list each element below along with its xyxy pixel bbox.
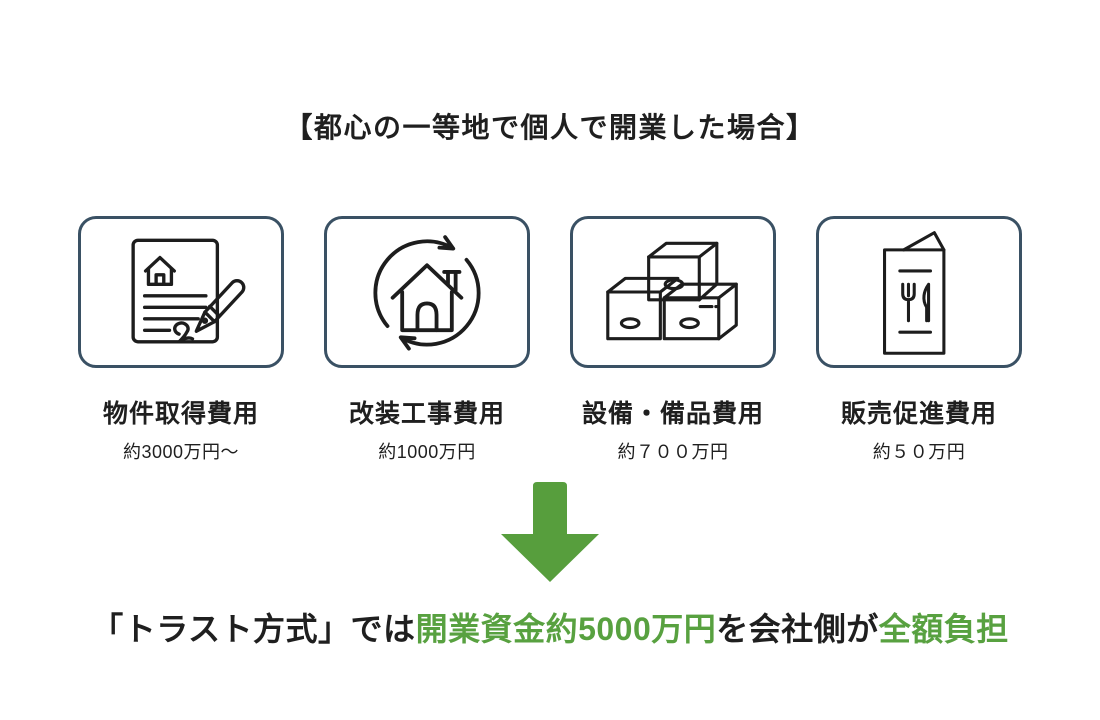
stacked-boxes-icon [606, 241, 738, 341]
restaurant-menu-icon [883, 231, 946, 355]
cost-label: 設備・備品費用 [581, 400, 764, 428]
cost-amount: 約５０万円 [872, 442, 966, 462]
cost-amount: 約3000万円〜 [122, 442, 240, 462]
arrow-container [0, 482, 1100, 584]
page-title: 【都心の一等地で個人で開業した場合】 [284, 112, 816, 143]
cost-label: 販売促進費用 [840, 400, 997, 428]
cost-item-promotion: 販売促進費用 約５０万円 [816, 216, 1022, 464]
cost-item-row: 物件取得費用 約3000万円〜 [0, 216, 1100, 464]
conclusion-prefix: 「トラスト方式」では [91, 611, 416, 647]
icon-box-property [78, 216, 284, 368]
down-arrow-icon [501, 482, 599, 582]
conclusion-text: 「トラスト方式」では開業資金約5000万円を会社側が全額負担 [0, 604, 1100, 650]
cost-label: 改装工事費用 [348, 400, 505, 428]
conclusion-highlight-funding: 開業資金約5000万円 [415, 611, 717, 647]
icon-box-equipment [570, 216, 776, 368]
cost-amount: 約1000万円 [378, 442, 476, 462]
cost-item-renovation: 改装工事費用 約1000万円 [324, 216, 530, 464]
conclusion-middle: を会社側が [716, 611, 879, 647]
cost-item-equipment: 設備・備品費用 約７００万円 [570, 216, 776, 464]
icon-box-promotion [816, 216, 1022, 368]
contract-signing-icon [131, 238, 246, 344]
conclusion-highlight-fullcoverage: 全額負担 [878, 611, 1009, 647]
icon-box-renovation [324, 216, 530, 368]
house-renovation-icon [373, 235, 481, 351]
cost-amount: 約７００万円 [617, 442, 729, 462]
cost-label: 物件取得費用 [102, 400, 259, 428]
cost-item-property: 物件取得費用 約3000万円〜 [78, 216, 284, 464]
